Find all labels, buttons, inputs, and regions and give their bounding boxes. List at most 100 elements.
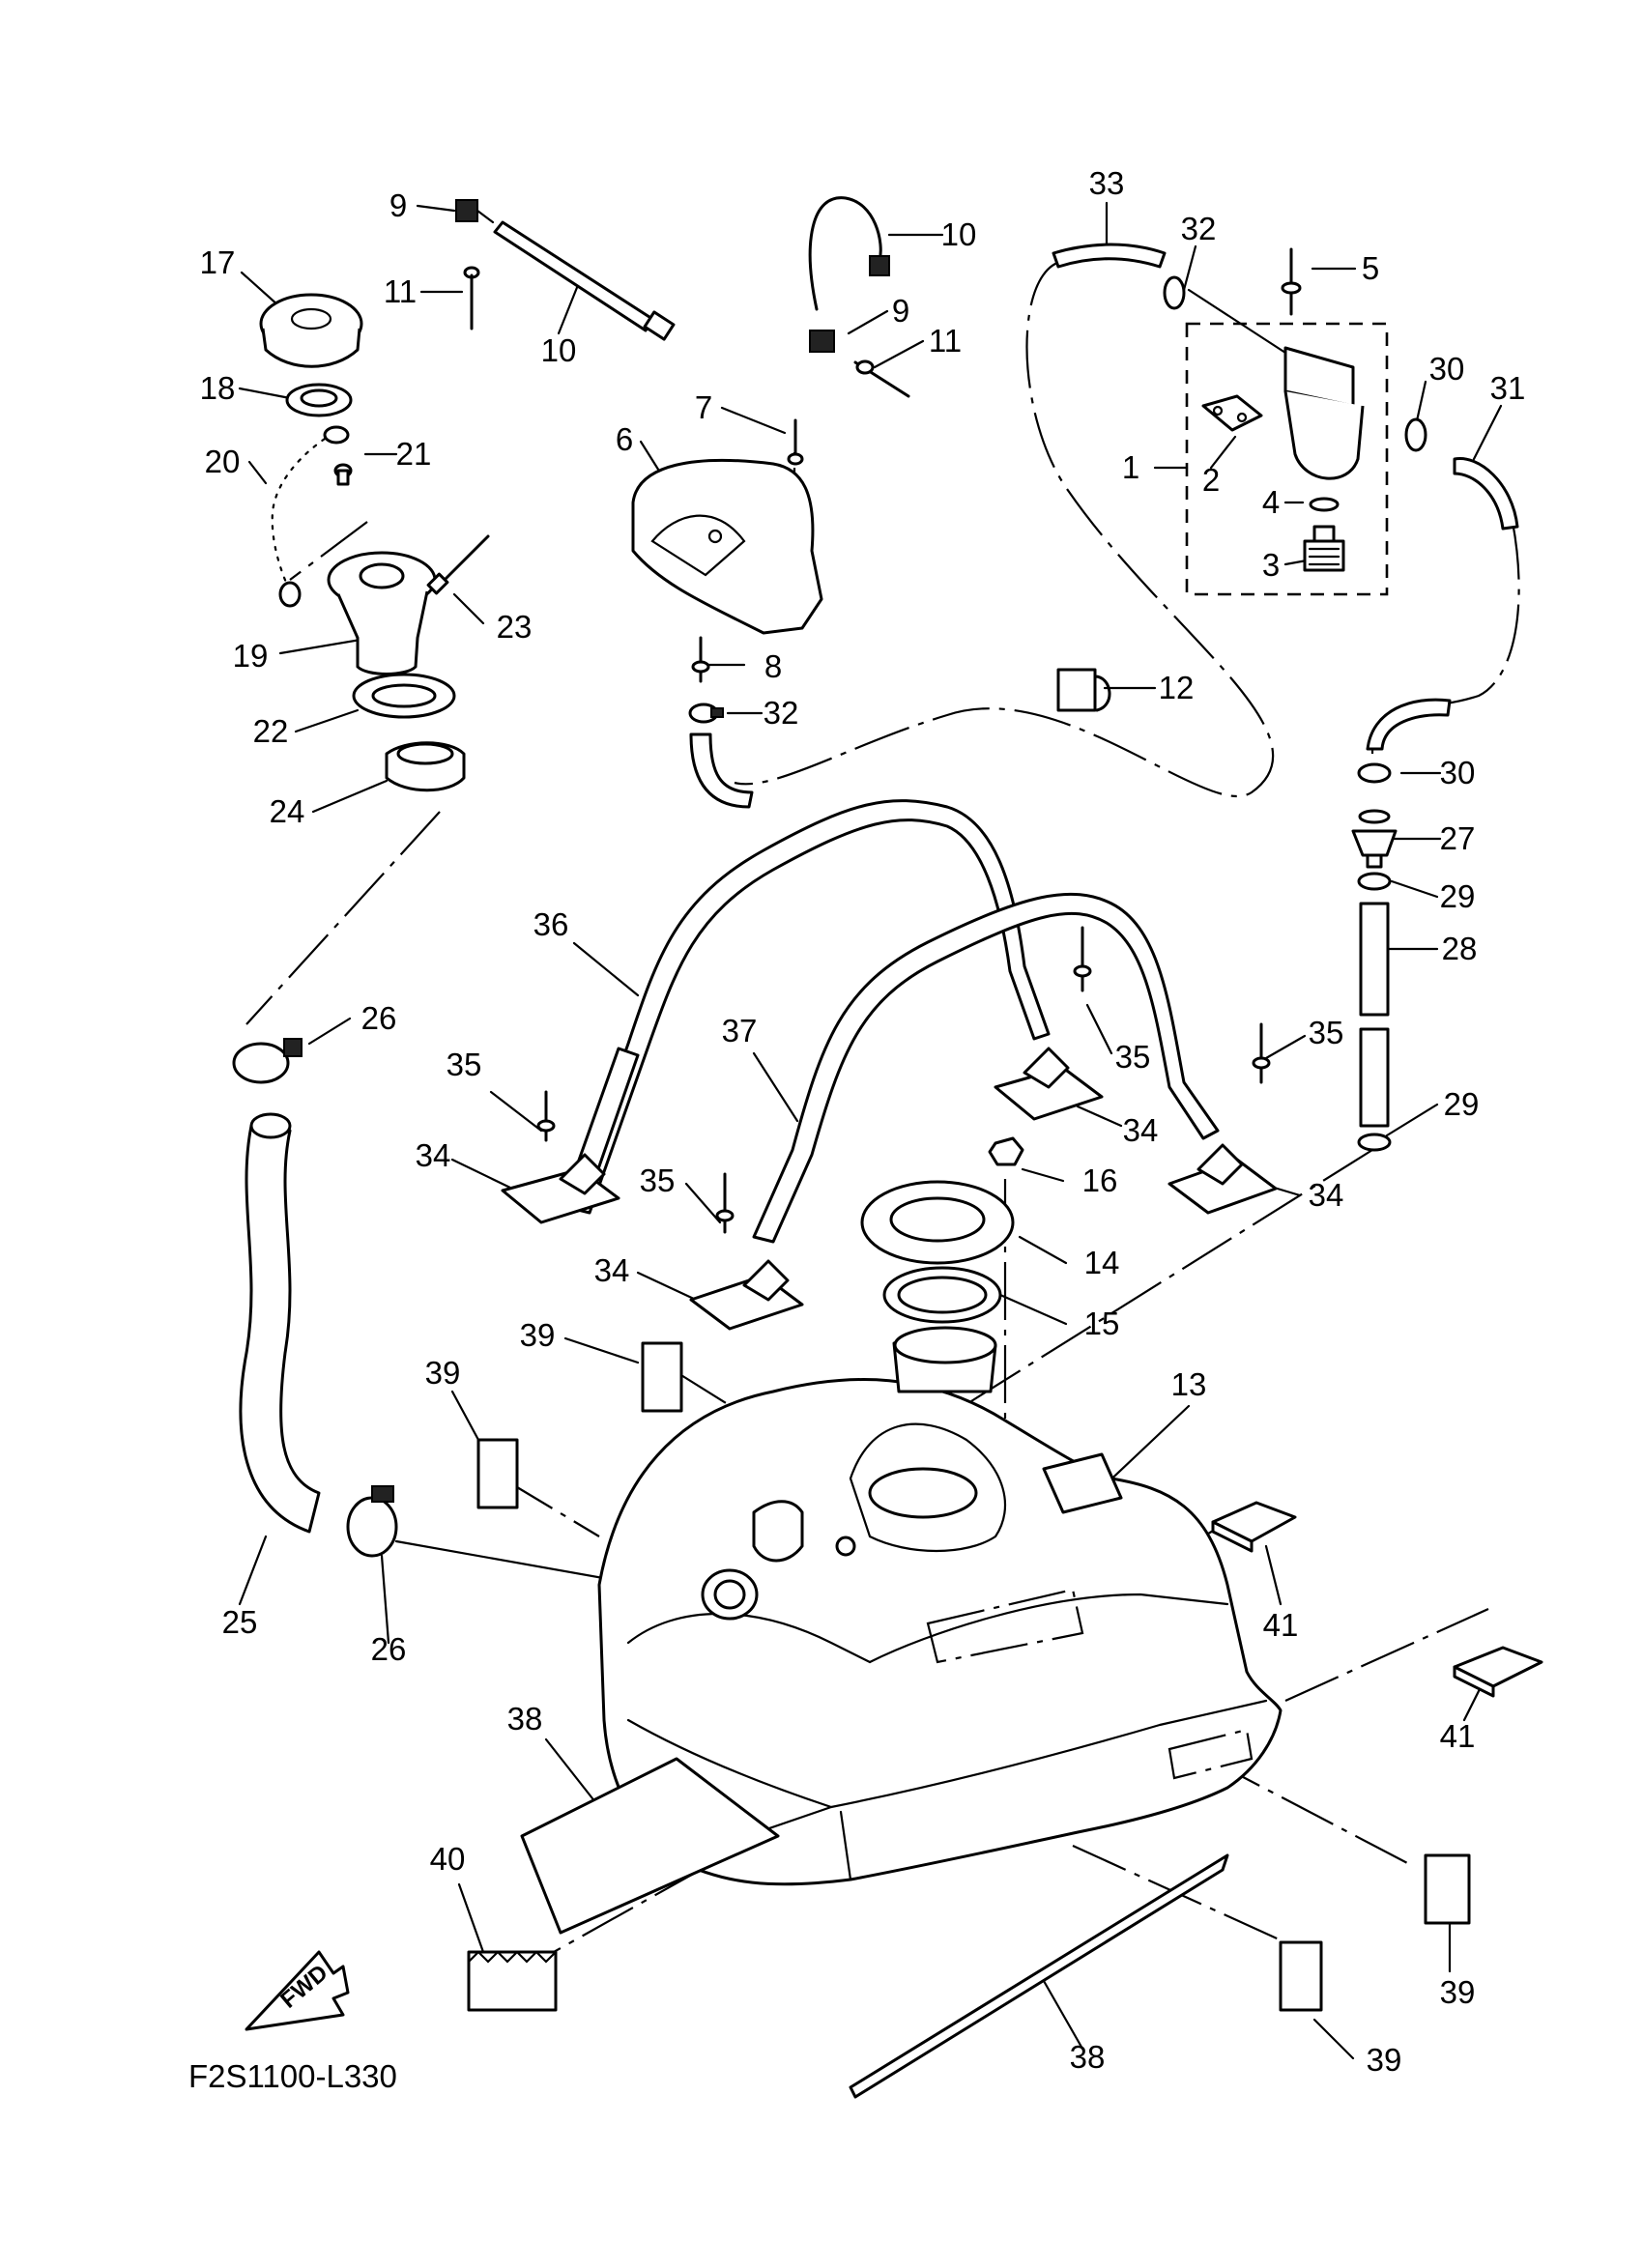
callout-19: 19: [233, 638, 269, 674]
gasket: [352, 673, 456, 719]
callout-26b: 26: [371, 1631, 407, 1667]
band-bracket-34a: [501, 1153, 620, 1224]
rivet-5: [1281, 247, 1302, 316]
screw-23: [426, 534, 490, 595]
callout-23: 23: [497, 609, 533, 645]
damper-39a: [641, 1341, 683, 1413]
callout-3: 3: [1262, 547, 1280, 583]
filler-cap: [259, 293, 363, 368]
lock-nut: [385, 741, 466, 792]
hose-clamp-26a: [232, 1038, 303, 1084]
nut-16: [988, 1136, 1024, 1166]
callout-34b: 34: [594, 1252, 630, 1288]
callout-40: 40: [430, 1841, 466, 1877]
check-valve: [1351, 809, 1398, 869]
callout-16: 16: [1082, 1163, 1118, 1198]
callout-34c: 34: [1123, 1112, 1159, 1148]
band-bracket-34c: [994, 1047, 1104, 1121]
band-bracket-34d: [1167, 1143, 1278, 1215]
cover-6: [631, 458, 823, 635]
fuel-hose-lower: [1366, 698, 1452, 751]
tank-band-37: [752, 892, 1220, 1244]
cable-tie-10b: [808, 196, 890, 311]
fuel-tank: [597, 1326, 1283, 1886]
callout-1: 1: [1122, 449, 1139, 485]
callout-10b: 10: [941, 216, 977, 252]
callout-30a: 30: [1429, 351, 1465, 387]
callout-35a: 35: [447, 1047, 482, 1082]
retainer-ring-14: [860, 1180, 1015, 1265]
damper-41a: [1211, 1501, 1297, 1553]
clip-9a: [455, 199, 495, 224]
retaining-chain: [271, 425, 350, 608]
leader-lines: [238, 201, 1503, 2060]
callout-38b: 38: [1070, 2039, 1106, 2075]
callout-20: 20: [205, 444, 241, 479]
callout-41a: 41: [1263, 1607, 1299, 1643]
callout-2: 2: [1202, 462, 1220, 498]
callout-30b: 30: [1440, 755, 1476, 790]
callout-18: 18: [200, 370, 236, 406]
callout-31: 31: [1490, 370, 1526, 406]
callout-35c: 35: [1115, 1039, 1151, 1075]
fwd-arrow: FWD: [245, 1950, 350, 2031]
diagram-code: F2S1100-L330: [188, 2058, 397, 2094]
damper-40: [467, 1950, 558, 2012]
callout-35b: 35: [640, 1163, 676, 1198]
callout-34d: 34: [1309, 1177, 1344, 1213]
callout-11a: 11: [384, 273, 417, 309]
callout-10a: 10: [541, 332, 577, 368]
hose-clip-12: [1056, 668, 1111, 712]
callout-32a: 32: [1181, 211, 1217, 246]
rivet-35d: [1252, 1022, 1271, 1084]
callout-13: 13: [1171, 1366, 1207, 1402]
rivet-7: [787, 418, 804, 466]
callout-25: 25: [222, 1604, 258, 1640]
fuel-hose-28: [1359, 902, 1390, 1128]
damper-strip-38b: [849, 1853, 1229, 2099]
callout-28: 28: [1442, 931, 1478, 966]
callout-8: 8: [764, 648, 782, 684]
callout-21: 21: [396, 436, 432, 472]
callout-39c: 39: [1440, 1974, 1476, 2010]
callout-6: 6: [616, 421, 633, 457]
callout-32b: 32: [764, 695, 799, 731]
fuel-filter-assembly: [1185, 288, 1389, 596]
cable-tie-10a: [493, 220, 676, 341]
callout-29a: 29: [1440, 878, 1476, 914]
callout-17: 17: [200, 244, 236, 280]
callout-4: 4: [1262, 484, 1280, 520]
callout-33: 33: [1089, 165, 1125, 201]
callout-27: 27: [1440, 820, 1476, 856]
filler-neck: [327, 551, 437, 675]
rivet-11b: [853, 359, 910, 398]
callout-15: 15: [1084, 1306, 1120, 1341]
damper-39c: [1424, 1853, 1471, 1925]
callout-36: 36: [533, 906, 569, 942]
clip-9b: [809, 330, 835, 353]
damper-strip-38a: [520, 1757, 780, 1935]
callout-7: 7: [695, 389, 712, 425]
callout-labels: 1 2 3 4 5 6 7 8 9 9 10 10 11 11 12 13 14…: [200, 165, 1526, 2078]
hose-clamp-26b: [346, 1485, 398, 1558]
callout-29b: 29: [1444, 1086, 1480, 1122]
rivet-8: [691, 636, 710, 683]
callout-5: 5: [1362, 250, 1379, 286]
callout-39d: 39: [1367, 2042, 1402, 2078]
callout-38a: 38: [507, 1701, 543, 1737]
gasket-15: [882, 1266, 1002, 1324]
callout-12: 12: [1159, 670, 1195, 705]
callout-26a: 26: [361, 1000, 397, 1036]
hose-clamp-29b: [1357, 1133, 1392, 1152]
hose-clamp-30b: [1357, 762, 1392, 784]
hose-clamp-29a: [1357, 872, 1392, 891]
callout-22: 22: [253, 713, 289, 749]
seal-ring: [285, 383, 353, 417]
filler-hose-25: [239, 1112, 321, 1534]
rivet-11a: [463, 266, 480, 330]
rivet-35a: [536, 1090, 556, 1142]
fuel-hose-31: [1453, 456, 1519, 531]
rivet-35b: [715, 1172, 735, 1234]
callout-34a: 34: [416, 1137, 451, 1173]
